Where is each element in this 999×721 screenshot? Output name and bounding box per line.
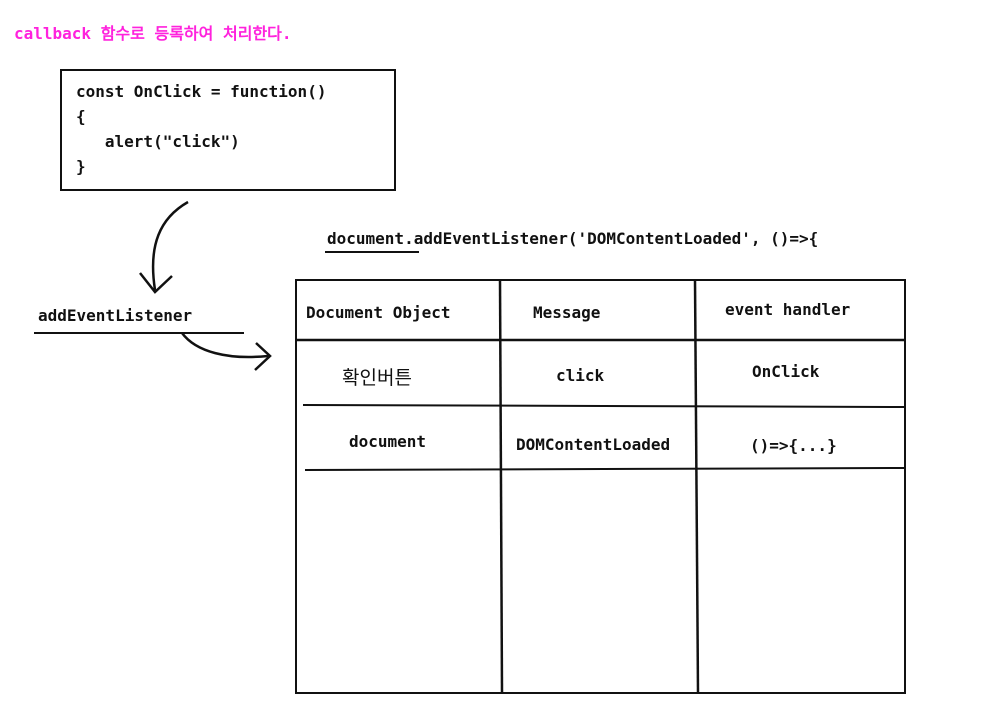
header-message: Message bbox=[533, 303, 601, 322]
row1-handler: OnClick bbox=[752, 362, 820, 381]
table-row-divider-3 bbox=[304, 467, 906, 471]
code-line-2: { bbox=[76, 107, 86, 126]
arrow-head-right bbox=[254, 342, 272, 371]
title-text: callback 함수로 등록하여 처리한다. bbox=[14, 24, 292, 43]
header-event-handler: event handler bbox=[725, 300, 851, 319]
curved-arrow-down bbox=[151, 200, 189, 291]
row2-handler: ()=>{...} bbox=[750, 436, 837, 455]
row1-message: click bbox=[556, 366, 605, 385]
document-call-rest: .addEventListener('DOMContentLoaded', ()… bbox=[404, 229, 819, 248]
code-line-1: const OnClick = function() bbox=[76, 82, 327, 101]
document-call-line: document.addEventListener('DOMContentLoa… bbox=[327, 229, 818, 248]
table-col-divider-2 bbox=[693, 279, 700, 694]
table-row-divider-2 bbox=[302, 404, 906, 408]
code-line-4: } bbox=[76, 157, 86, 176]
event-table bbox=[295, 279, 906, 694]
add-event-listener-label: addEventListener bbox=[38, 306, 193, 325]
table-col-divider-1 bbox=[498, 279, 504, 694]
code-line-3: alert("click") bbox=[76, 132, 240, 151]
row2-object: document bbox=[349, 432, 427, 451]
arrow-head-down bbox=[139, 272, 173, 294]
row1-object: 확인버튼 bbox=[342, 367, 412, 389]
document-call-object: document bbox=[327, 229, 405, 248]
code-box: const OnClick = function() { alert("clic… bbox=[60, 69, 396, 191]
header-document-object: Document Object bbox=[306, 303, 451, 322]
row2-message: DOMContentLoaded bbox=[516, 435, 671, 454]
curved-arrow-right bbox=[180, 332, 269, 359]
